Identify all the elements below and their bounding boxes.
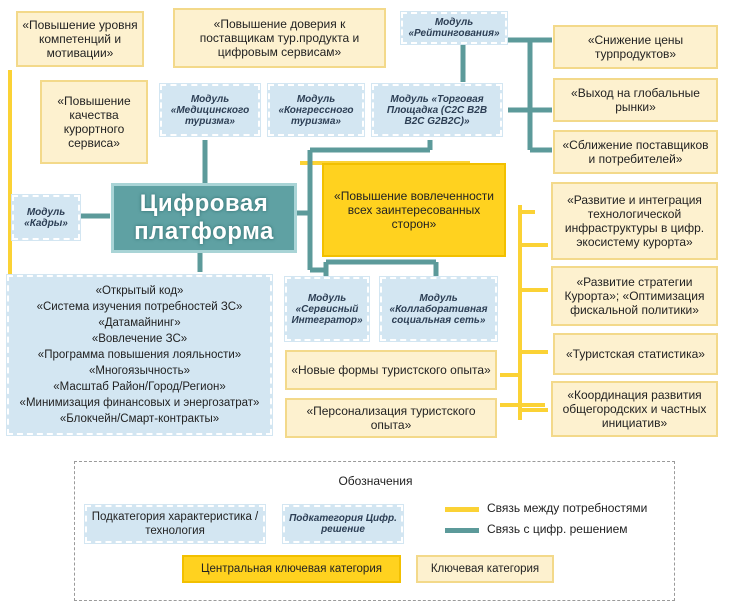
key-right-0: «Снижение цены турпродуктов» <box>553 25 718 69</box>
key-right-2-label: «Сближение поставщиков и потребителей» <box>562 138 709 166</box>
digital-platform: Цифровая платформа <box>111 183 297 253</box>
module-trade-label: Модуль «Торговая Площадка (C2C B2B B2C G… <box>386 93 488 127</box>
module-service: Модуль «Сервисный Интегратор» <box>284 276 370 342</box>
legend-digital-link-label: Связь с цифр. решением <box>487 522 628 536</box>
tech-item: «Масштаб Район/Город/Регион» <box>53 381 226 393</box>
key-right-3: «Развитие и интеграция технологической и… <box>551 182 718 260</box>
module-social-label: Модуль «Коллаборативная социальная сеть» <box>389 292 488 326</box>
legend: Обозначения Подкатегория характеристика … <box>74 461 675 601</box>
key-right-2: «Сближение поставщиков и потребителей» <box>553 130 718 174</box>
module-rating-label: Модуль «Рейтингования» <box>408 17 500 39</box>
central-key-category: «Повышение вовлеченности всех заинтересо… <box>322 163 506 257</box>
tech-item: «Блокчейн/Смарт-контракты» <box>59 413 220 425</box>
key-trust: «Повышение доверия к поставщикам тур.про… <box>173 8 386 68</box>
legend-key-label: Ключевая категория <box>430 563 540 575</box>
module-congress: Модуль «Конгрессного туризма» <box>267 83 365 137</box>
legend-subcat-digital-label: Подкатегория Цифр. решение <box>289 513 397 535</box>
tech-item: «Открытый код» <box>95 285 184 297</box>
module-trade: Модуль «Торговая Площадка (C2C B2B B2C G… <box>371 83 503 137</box>
legend-subcat-digital: Подкатегория Цифр. решение <box>282 504 404 544</box>
legend-digital-line <box>445 528 479 533</box>
key-right-4: «Развитие стратегии Курорта»; «Оптимизац… <box>551 266 718 326</box>
legend-need-line <box>445 507 479 512</box>
key-new-forms: «Новые формы туристского опыта» <box>285 350 497 390</box>
key-trust-label: «Повышение доверия к поставщикам тур.про… <box>199 17 360 59</box>
key-right-5: «Туристская статистика» <box>553 333 718 375</box>
digital-platform-label: Цифровая платформа <box>134 190 274 245</box>
key-right-3-label: «Развитие и интеграция технологической и… <box>564 193 705 249</box>
tech-item: «Система изучения потребностей ЗС» <box>36 301 243 313</box>
key-right-6-label: «Координация развития общегородских и ча… <box>562 388 707 430</box>
legend-title: Обозначения <box>338 474 413 488</box>
tech-item: «Многоязычность» <box>89 365 190 377</box>
key-right-0-label: «Снижение цены турпродуктов» <box>587 33 684 61</box>
module-medical-label: Модуль «Медицинского туризма» <box>170 93 250 127</box>
key-right-4-label: «Развитие стратегии Курорта»; «Оптимизац… <box>564 275 705 317</box>
legend-subcat-tech: Подкатегория характеристика / технология <box>84 504 266 544</box>
key-competence: «Повышение уровня компетенций и мотиваци… <box>16 11 144 67</box>
legend-need-link-label: Связь между потребностями <box>487 501 648 515</box>
module-staff-label: Модуль «Кадры» <box>24 206 68 229</box>
tech-item: «Вовлечение ЗС» <box>91 333 188 345</box>
module-rating: Модуль «Рейтингования» <box>400 11 508 45</box>
key-quality-label: «Повышение качества курортного сервиса» <box>57 94 131 150</box>
key-right-1-label: «Выход на глобальные рынки» <box>571 86 700 114</box>
digital-links <box>80 37 552 282</box>
key-right-6: «Координация развития общегородских и ча… <box>551 381 718 437</box>
key-right-1: «Выход на глобальные рынки» <box>553 78 718 122</box>
tech-item: «Минимизация финансовых и энергозатрат» <box>19 397 260 409</box>
module-social: Модуль «Коллаборативная социальная сеть» <box>379 276 498 342</box>
tech-item: «Программа повышения лояльности» <box>37 349 242 361</box>
key-personalization-label: «Персонализация туристского опыта» <box>306 404 476 432</box>
tech-list: «Открытый код» «Система изучения потребн… <box>6 274 273 436</box>
key-right-5-label: «Туристская статистика» <box>566 347 705 361</box>
central-key-category-label: «Повышение вовлеченности всех заинтересо… <box>334 189 494 231</box>
key-new-forms-label: «Новые формы туристского опыта» <box>291 363 491 377</box>
key-competence-label: «Повышение уровня компетенций и мотиваци… <box>22 18 138 60</box>
module-staff: Модуль «Кадры» <box>11 194 81 241</box>
module-medical: Модуль «Медицинского туризма» <box>159 83 261 137</box>
key-personalization: «Персонализация туристского опыта» <box>285 398 497 438</box>
legend-key: Ключевая категория <box>416 555 554 583</box>
module-congress-label: Модуль «Конгрессного туризма» <box>278 93 354 127</box>
key-quality: «Повышение качества курортного сервиса» <box>40 80 148 164</box>
module-service-label: Модуль «Сервисный Интегратор» <box>291 292 363 326</box>
legend-subcat-tech-label: Подкатегория характеристика / технология <box>91 511 259 537</box>
legend-central: Центральная ключевая категория <box>182 555 401 583</box>
tech-item: «Датамайнинг» <box>98 317 181 329</box>
legend-central-label: Центральная ключевая категория <box>201 563 382 575</box>
